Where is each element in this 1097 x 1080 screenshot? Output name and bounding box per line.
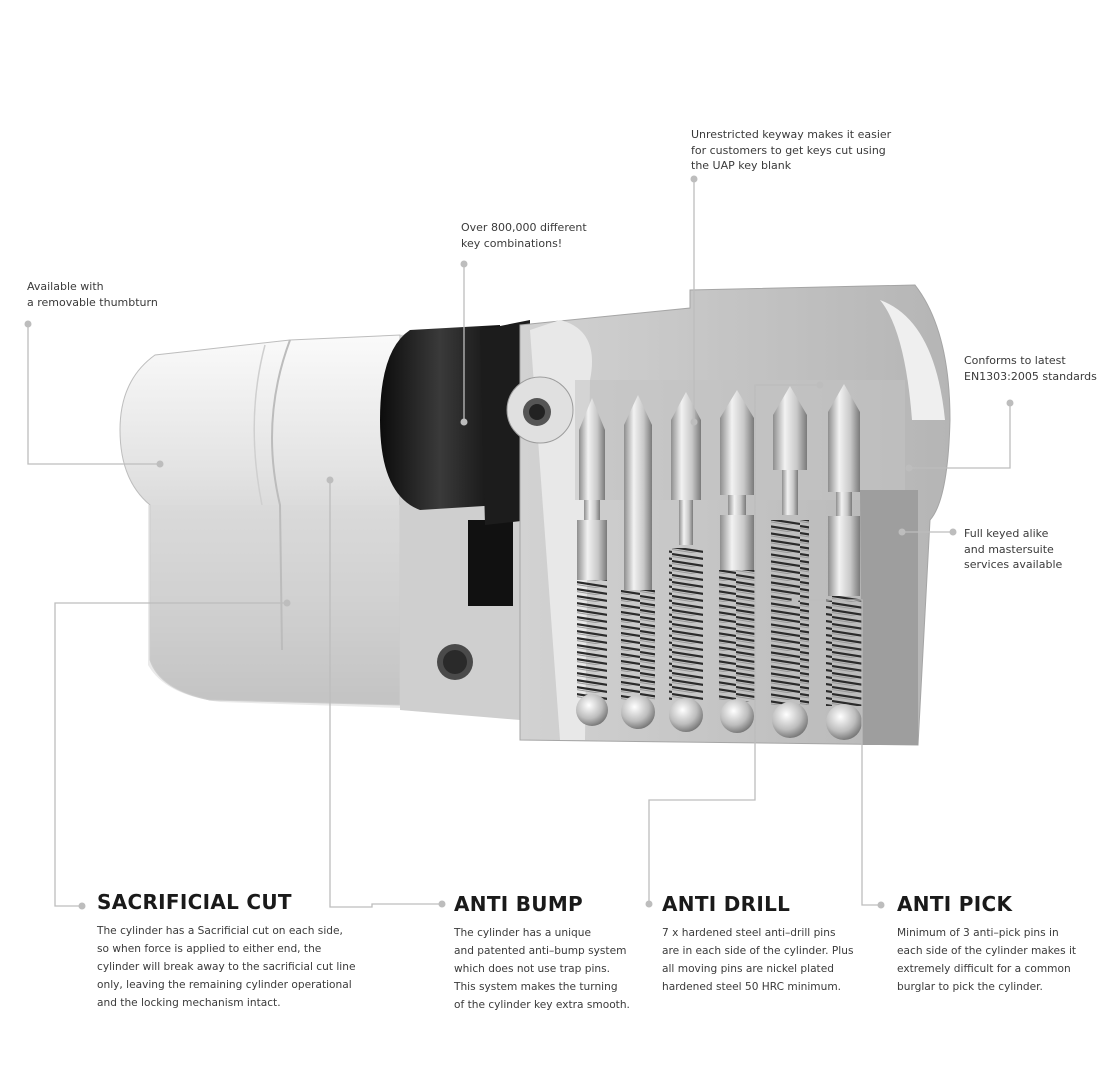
feature-anti-pick: ANTI PICK Minimum of 3 anti–pick pins in… <box>897 892 1077 996</box>
sacrificial-cut-line <box>271 339 291 651</box>
callout-line: key combinations! <box>461 236 563 250</box>
leader-standards <box>909 403 1011 469</box>
callout-combinations: Over 800,000 different key combinations! <box>461 220 587 251</box>
leader-dots <box>24 175 1014 910</box>
leader-thumbturn <box>27 324 160 465</box>
feature-body: The cylinder has a Sacrificial cut on ea… <box>97 925 356 1009</box>
feature-sacrificial-cut: SACRIFICIAL CUT The cylinder has a Sacri… <box>97 890 357 1012</box>
callout-line: the UAP key blank <box>691 159 792 172</box>
leader-anti-pick <box>795 599 881 906</box>
callout-line: Over 800,000 different <box>461 221 587 234</box>
callout-line: EN1303:2005 standards <box>964 369 1097 383</box>
feature-anti-bump: ANTI BUMP The cylinder has a unique and … <box>454 892 634 1014</box>
callout-line: and mastersuite <box>964 542 1054 556</box>
leader-sacrificial-cut <box>54 602 287 907</box>
callout-line: Conforms to latest <box>964 354 1066 367</box>
pin-stack-1 <box>576 398 608 726</box>
feature-body: 7 x hardened steel anti–drill pins are i… <box>662 927 854 993</box>
feature-title: ANTI BUMP <box>454 892 584 916</box>
cam-slot <box>468 520 513 606</box>
callout-line: services available <box>964 558 1063 571</box>
pin-stack-3 <box>669 392 703 732</box>
callout-line: Unrestricted keyway makes it easier <box>691 128 892 141</box>
pin-stack-2 <box>621 395 655 729</box>
feature-body: The cylinder has a unique and patented a… <box>454 927 630 1011</box>
feature-body: Minimum of 3 anti–pick pins in each side… <box>897 927 1077 993</box>
feature-title: ANTI PICK <box>897 892 1013 916</box>
feature-title: SACRIFICIAL CUT <box>97 890 292 914</box>
leader-anti-drill <box>648 384 820 904</box>
callout-line: Available with <box>27 280 104 293</box>
leader-anti-bump <box>329 480 442 908</box>
callout-line: Full keyed alike <box>964 527 1049 540</box>
pin-stack-6 <box>826 384 862 740</box>
callout-keyway: Unrestricted keyway makes it easier for … <box>691 127 891 174</box>
cam <box>380 320 530 525</box>
cylinder-body-left <box>119 325 520 720</box>
callout-keyed-alike: Full keyed alike and mastersuite service… <box>964 526 1062 573</box>
callout-thumbturn: Available with a removable thumbturn <box>27 279 158 310</box>
callout-line: for customers to get keys cut using <box>691 143 886 157</box>
feature-title: ANTI DRILL <box>662 892 791 916</box>
callout-line: a removable thumbturn <box>27 295 158 309</box>
feature-anti-drill: ANTI DRILL 7 x hardened steel anti–drill… <box>662 892 862 996</box>
leader-lines <box>27 179 1011 908</box>
pin-stack-5 <box>771 386 809 738</box>
pin-stack-4 <box>719 390 755 733</box>
callout-standards: Conforms to latest EN1303:2005 standards <box>964 353 1097 384</box>
